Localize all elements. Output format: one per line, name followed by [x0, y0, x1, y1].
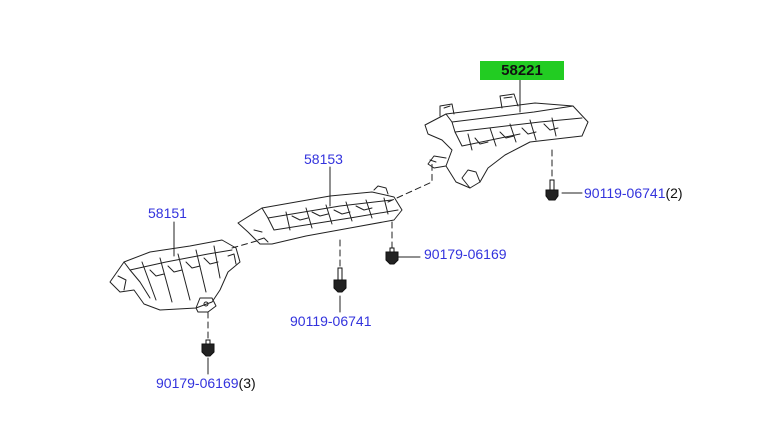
assembly-guide-lines	[207, 149, 553, 343]
part-callout-90179-06169-qty3[interactable]: 90179-06169(3)	[156, 375, 256, 391]
part-quantity: (2)	[665, 185, 683, 201]
heat-insulator-58153[interactable]	[237, 185, 403, 245]
part-callout-90119-06741-qty2[interactable]: 90119-06741(2)	[584, 185, 683, 201]
part-callout-58151[interactable]: 58151	[148, 205, 187, 221]
bolt-icon[interactable]	[545, 179, 559, 201]
part-callout-90119-06741[interactable]: 90119-06741	[290, 313, 372, 329]
bolt-icon[interactable]	[333, 267, 347, 293]
nut-icon[interactable]	[385, 247, 399, 265]
part-callout-58153[interactable]: 58153	[304, 151, 343, 167]
part-callout-58221[interactable]: 58221	[480, 61, 564, 80]
leader-lines	[173, 77, 583, 375]
nut-icon[interactable]	[201, 339, 215, 357]
part-quantity: (3)	[238, 375, 256, 391]
heat-insulator-58151[interactable]	[109, 239, 241, 313]
part-callout-90179-06169[interactable]: 90179-06169	[424, 246, 507, 262]
heat-insulator-58221[interactable]	[424, 93, 589, 189]
part-number: 90179-06169	[156, 375, 239, 391]
part-number: 90119-06741	[584, 185, 666, 201]
